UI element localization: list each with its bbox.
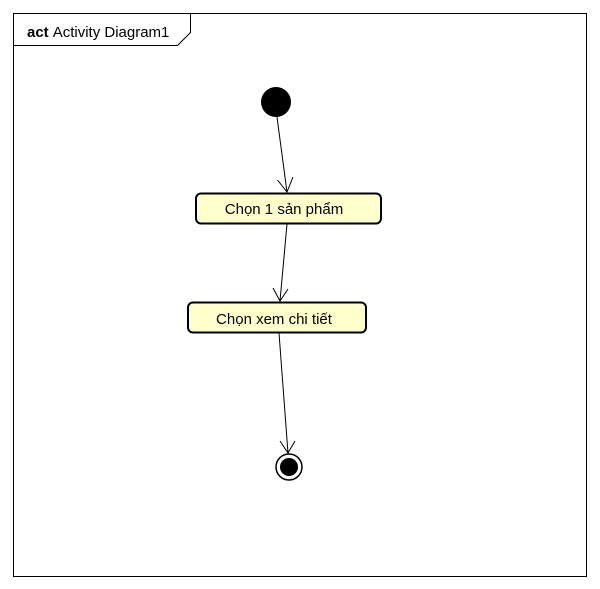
control-flow-1-arrowhead	[277, 176, 294, 193]
diagram-frame	[13, 13, 587, 577]
control-flow-2[interactable]	[279, 223, 288, 302]
control-flow-1[interactable]	[276, 116, 288, 193]
action-node-view-details[interactable]: Chọn xem chi tiết	[187, 301, 367, 334]
action-node-box	[195, 192, 382, 225]
final-node-core	[280, 458, 298, 476]
action-label: Chọn xem chi tiết	[216, 311, 333, 328]
control-flow-2-arrowhead	[272, 287, 289, 302]
action-label: Chọn 1 sản phẩm	[225, 201, 343, 218]
final-node[interactable]	[275, 453, 303, 481]
frame-name-tab	[13, 13, 191, 46]
control-flow-3-arrowhead	[279, 440, 296, 454]
frame-name: Activity Diagram1	[53, 24, 170, 41]
initial-node[interactable]	[261, 87, 291, 117]
action-node-box	[187, 301, 367, 334]
frame-keyword: act	[27, 24, 49, 41]
control-flow-3[interactable]	[278, 332, 289, 454]
action-node-choose-product[interactable]: Chọn 1 sản phẩm	[195, 192, 382, 225]
